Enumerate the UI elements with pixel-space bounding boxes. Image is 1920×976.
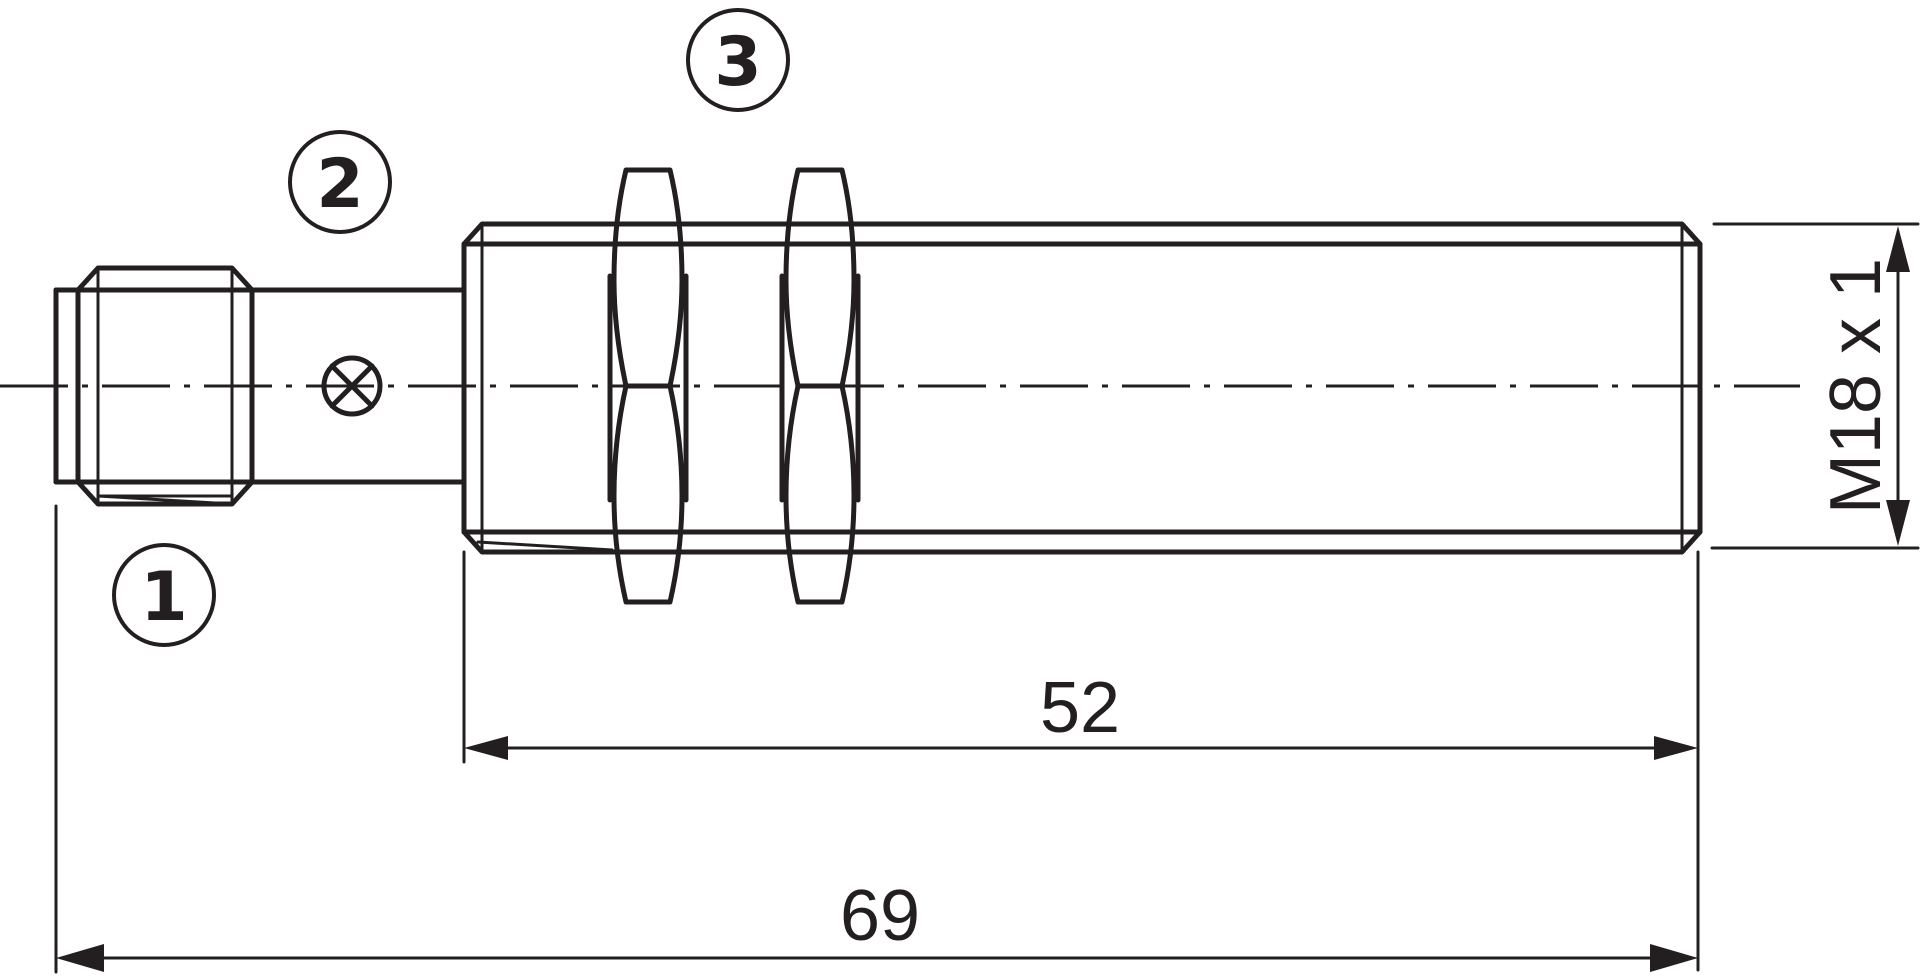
callout-2: 2 (288, 130, 392, 234)
callout-1-label: 1 (140, 558, 187, 637)
dimension-thread: M18 x 1 (1710, 222, 1920, 550)
arrow-right-52 (1654, 736, 1698, 760)
arrow-bottom-thread (1886, 500, 1910, 546)
callout-1: 1 (112, 543, 216, 647)
callout-2-label: 2 (316, 145, 363, 224)
threaded-housing (461, 221, 1703, 555)
dimension-69-label: 69 (840, 876, 920, 956)
callout-3-label: 3 (714, 23, 761, 102)
arrow-right-69 (1650, 944, 1698, 972)
dimension-69: 69 (54, 504, 1698, 974)
arrow-left-69 (56, 944, 104, 972)
thread-label: M18 x 1 (1816, 258, 1896, 514)
arrow-top-thread (1886, 226, 1910, 272)
arrow-left-52 (464, 736, 508, 760)
connector-plug (53, 265, 255, 507)
dimension-52-label: 52 (1040, 668, 1120, 748)
callout-3: 3 (686, 8, 790, 112)
dimension-52: 52 (462, 550, 1700, 972)
